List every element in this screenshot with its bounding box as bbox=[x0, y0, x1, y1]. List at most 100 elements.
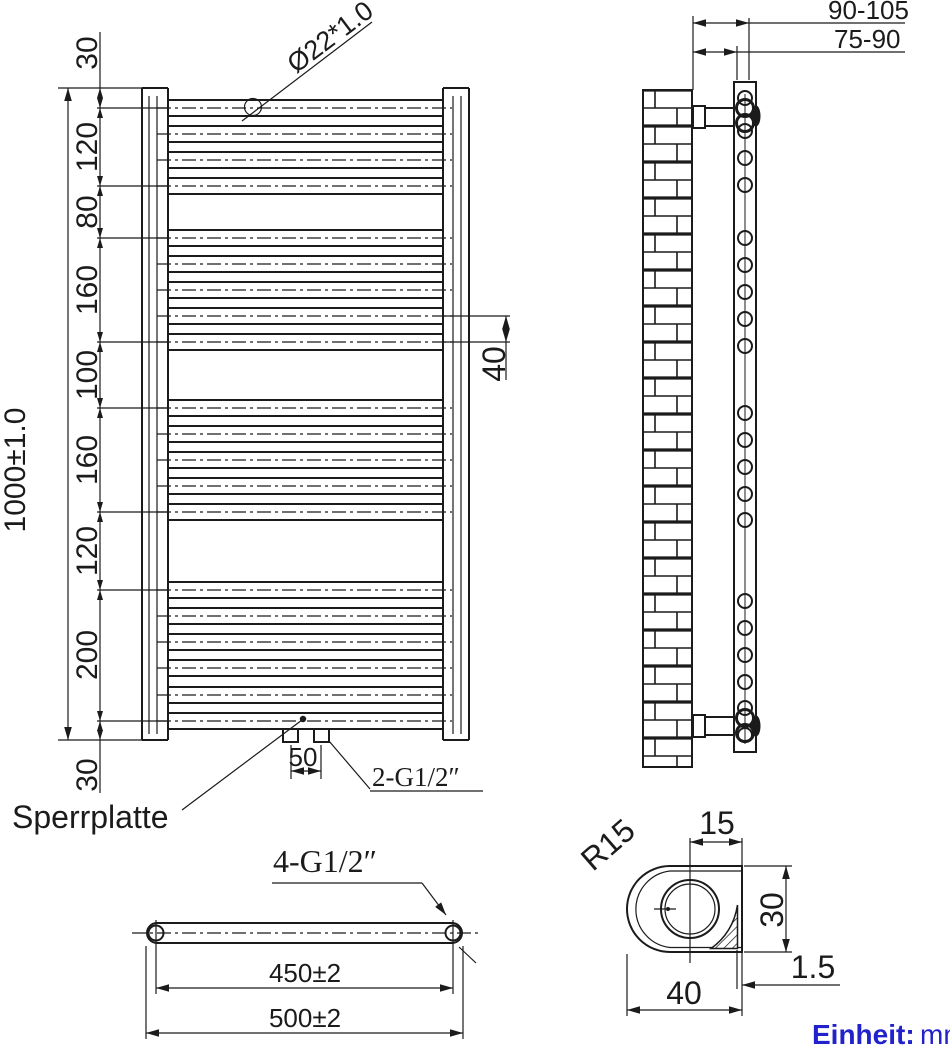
dimension-arrowhead bbox=[64, 88, 72, 101]
dimension-arrowhead bbox=[627, 1006, 640, 1014]
side-tube-circle bbox=[737, 512, 753, 528]
blocking-plate-callout: Sperrplatte bbox=[12, 715, 307, 835]
hole-spacing-text: 450±2 bbox=[269, 958, 341, 988]
wall-thickness-dimension: 1.5 bbox=[736, 949, 840, 1016]
dimension-arrowhead bbox=[97, 730, 103, 740]
dimension-arrowhead bbox=[97, 98, 103, 108]
dimension-arrowhead bbox=[450, 1029, 463, 1037]
bottom-connections-callout: 2-G1/2″ bbox=[328, 740, 483, 792]
dimension-arrowhead bbox=[97, 512, 103, 522]
dimension-arrowhead bbox=[97, 88, 103, 98]
profile-depth-text: 30 bbox=[754, 892, 790, 928]
tube-pitch-text: 40 bbox=[476, 346, 512, 382]
profile-outer-contour bbox=[626, 865, 743, 953]
side-tube-circle bbox=[737, 338, 753, 354]
bottom-connections-text: 2-G1/2″ bbox=[372, 762, 460, 792]
side-tube-circle bbox=[737, 620, 753, 636]
dimension-arrowhead bbox=[736, 19, 749, 27]
profile-inner-contour bbox=[635, 870, 742, 949]
wall-distance-outer-text: 90-105 bbox=[828, 0, 909, 25]
tube-callout-circle bbox=[243, 97, 263, 117]
wall-thickness-text: 1.5 bbox=[791, 949, 835, 985]
hole-spacing-dimension: 450±2 bbox=[155, 920, 454, 994]
bottom-bracket-knob bbox=[751, 715, 761, 737]
dimension-arrowhead bbox=[435, 902, 446, 915]
top-connections-text: 4-G1/2″ bbox=[273, 843, 377, 879]
side-tube-circle bbox=[737, 177, 753, 193]
section-detail-view: R15 15 30 1.5 40 bbox=[574, 805, 840, 1016]
chain-dimension-text: 80 bbox=[71, 195, 104, 228]
dimension-arrowhead bbox=[97, 186, 103, 196]
dimension-arrowhead bbox=[97, 342, 103, 352]
profile-width-dimension: 40 bbox=[626, 954, 742, 1016]
connection-spacing-dimension: 50 bbox=[289, 742, 322, 779]
wall-distance-inner-text: 75-90 bbox=[834, 24, 901, 54]
dimension-arrowhead bbox=[502, 329, 510, 342]
dimension-arrowhead bbox=[291, 767, 304, 775]
dimension-arrows bbox=[64, 19, 790, 1037]
dimension-arrowhead bbox=[440, 984, 453, 992]
chain-dimension-text: 120 bbox=[71, 122, 104, 172]
tube-pitch-dimension: 40 bbox=[443, 315, 512, 382]
dimension-arrowhead bbox=[97, 590, 103, 600]
wall-distance-dimensions: 90-105 75-90 bbox=[692, 0, 909, 90]
unit-note: Einheit: mm bbox=[812, 1019, 950, 1049]
connection-spacing-text: 50 bbox=[289, 742, 318, 772]
left-collector-tube bbox=[141, 87, 169, 741]
dimension-arrowhead bbox=[156, 984, 169, 992]
profile-depth-dimension: 30 bbox=[744, 865, 792, 953]
dimension-arrowhead bbox=[97, 711, 103, 721]
corner-radius-text: R15 bbox=[574, 812, 642, 878]
top-wall-bracket bbox=[692, 98, 761, 133]
tube-callout-leader bbox=[241, 21, 373, 122]
dimension-arrowhead bbox=[97, 398, 103, 408]
overall-width-text: 500±2 bbox=[269, 1003, 341, 1033]
unit-label-text: Einheit: bbox=[812, 1019, 915, 1049]
bottom-view: 4-G1/2″ 450±2 500±2 bbox=[132, 843, 478, 1039]
section-hatch-wedge bbox=[708, 904, 739, 950]
side-tube-circle bbox=[737, 284, 753, 300]
side-tube-circle bbox=[737, 486, 753, 502]
side-tube-circle bbox=[737, 90, 753, 106]
flat-width-dimension: 15 bbox=[689, 805, 743, 963]
side-tube-circle bbox=[737, 459, 753, 475]
overall-width-dimension: 500±2 bbox=[145, 946, 464, 1039]
side-tube-circle bbox=[737, 150, 753, 166]
dimension-arrowhead bbox=[782, 866, 790, 879]
side-tube-circle bbox=[737, 674, 753, 690]
blocking-plate-text: Sperrplatte bbox=[12, 799, 169, 835]
dimension-arrowhead bbox=[97, 408, 103, 418]
flat-width-text: 15 bbox=[699, 805, 735, 841]
dimension-arrowhead bbox=[724, 48, 737, 56]
dimension-arrowhead bbox=[64, 727, 72, 740]
dimension-arrowhead bbox=[97, 108, 103, 118]
chain-dimension-text: 100 bbox=[71, 350, 104, 400]
top-bracket-knob bbox=[751, 105, 761, 127]
unit-value-text: mm bbox=[920, 1019, 950, 1049]
side-tube-circle bbox=[737, 405, 753, 421]
chain-dimension-text: 30 bbox=[71, 36, 104, 69]
dimension-arrowhead bbox=[97, 502, 103, 512]
dimension-arrowhead bbox=[502, 316, 510, 329]
dimension-arrowhead bbox=[97, 176, 103, 186]
side-tube-circle bbox=[737, 230, 753, 246]
tube-spec-text: Ø22*1.0 bbox=[282, 0, 379, 79]
dimension-arrowhead bbox=[729, 838, 742, 846]
dimension-arrowhead bbox=[308, 767, 321, 775]
dimension-arrowhead bbox=[690, 838, 703, 846]
side-tube-circles bbox=[737, 90, 753, 743]
dimension-arrowhead bbox=[97, 238, 103, 248]
dimension-arrowhead bbox=[97, 580, 103, 590]
chain-dimension-text: 160 bbox=[71, 435, 104, 485]
bottom-view-left-end bbox=[146, 922, 170, 944]
bottom-connection-stubs bbox=[282, 729, 330, 743]
side-tube-circle bbox=[737, 257, 753, 273]
top-connections-callout: 4-G1/2″ bbox=[272, 843, 477, 964]
chain-dimension-text: 200 bbox=[71, 630, 104, 680]
right-collector-tube bbox=[442, 87, 470, 741]
dimension-arrowhead bbox=[97, 721, 103, 731]
chain-dimension-text: 160 bbox=[71, 265, 104, 315]
